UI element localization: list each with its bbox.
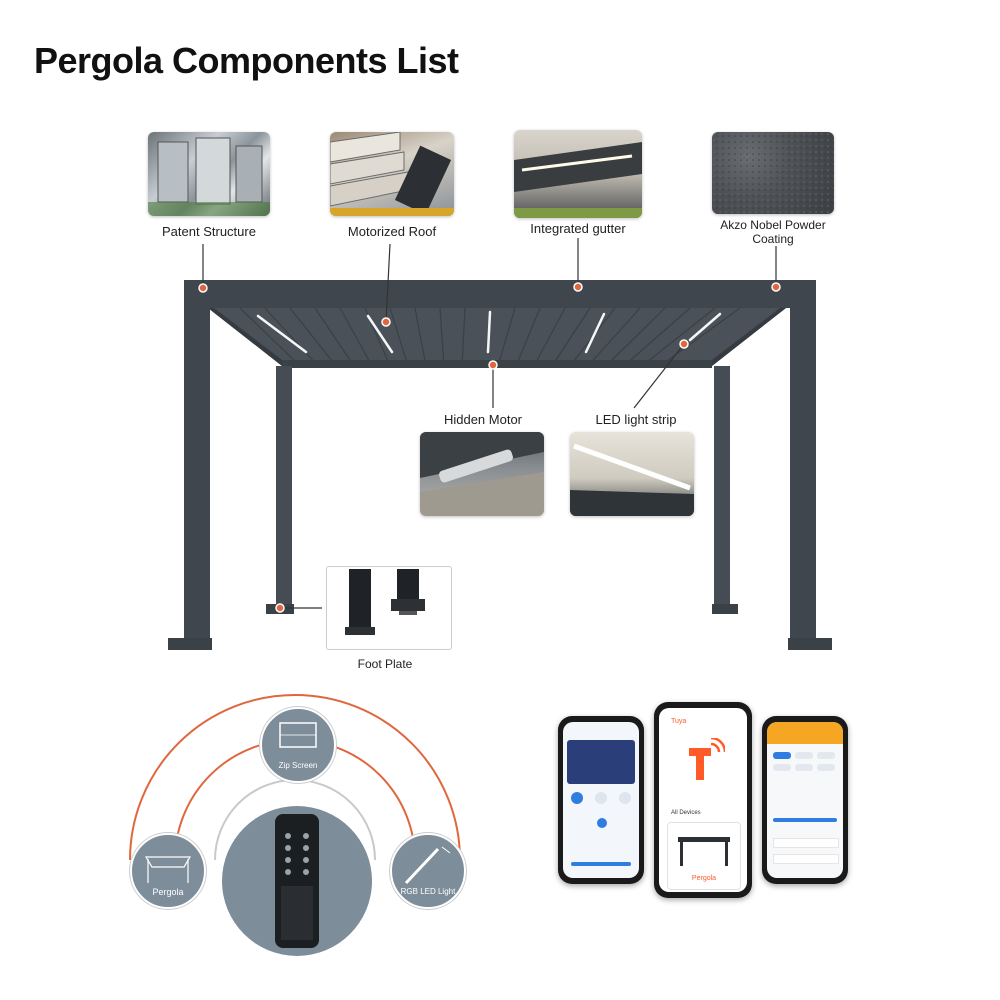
pergola-circle: Pergola xyxy=(130,833,206,909)
lighting-icon xyxy=(597,818,607,828)
settings-row[interactable] xyxy=(773,838,839,848)
powder-coating-swatch xyxy=(712,132,834,214)
light-mode-chips xyxy=(773,752,837,782)
integrated-gutter-label: Integrated gutter xyxy=(530,221,626,236)
phone-left-screen xyxy=(563,722,639,878)
stop-button[interactable] xyxy=(595,792,607,804)
close-button[interactable] xyxy=(619,792,631,804)
app-header-bar xyxy=(767,722,843,744)
zip-screen-circle: Zip Screen xyxy=(260,707,336,783)
tuya-brand-text: Tuya xyxy=(671,718,687,725)
hidden-motor-image xyxy=(420,432,544,516)
led-strip-label: LED light strip xyxy=(595,412,677,427)
page-title: Pergola Components List xyxy=(34,40,459,81)
foot-plate-image xyxy=(326,566,452,650)
pergola-circle-label: Pergola xyxy=(152,887,184,897)
phone-right xyxy=(762,716,848,884)
foot-plate-label: Foot Plate xyxy=(357,657,413,671)
remote-control-circle xyxy=(222,806,372,956)
device-grid xyxy=(567,740,635,784)
phone-right-screen xyxy=(767,722,843,878)
open-button[interactable] xyxy=(571,792,583,804)
marker-dots xyxy=(198,282,781,613)
led-strip-image xyxy=(570,432,694,516)
phone-center: Tuya All Devices Pergola xyxy=(654,702,752,898)
remote-control[interactable] xyxy=(275,814,319,948)
tuya-logo xyxy=(681,736,727,788)
coating-label-line2: Coating xyxy=(752,232,794,246)
patent-structure-image xyxy=(148,132,270,216)
mode-chip[interactable] xyxy=(795,752,813,759)
motorized-roof-image xyxy=(330,132,454,216)
mode-chip[interactable] xyxy=(817,752,835,759)
mode-chip[interactable] xyxy=(817,764,835,771)
rgb-light-circle: RGB LED Light xyxy=(390,833,466,909)
rgb-light-label: RGB LED Light xyxy=(400,887,456,896)
coating-label-line1: Akzo Nobel Powder xyxy=(720,218,826,232)
zip-screen-label: Zip Screen xyxy=(278,761,318,770)
pergola-device-card[interactable]: Pergola xyxy=(667,822,741,890)
phone-left xyxy=(558,716,644,884)
roof-louvres xyxy=(239,307,741,367)
all-devices-text: All Devices xyxy=(671,810,701,816)
motorized-roof-label: Motorized Roof xyxy=(347,224,437,239)
hidden-motor-label: Hidden Motor xyxy=(443,412,523,427)
phone-center-screen: Tuya All Devices Pergola xyxy=(659,708,747,892)
mode-chip[interactable] xyxy=(773,764,791,771)
mode-chip[interactable] xyxy=(773,752,791,759)
patent-structure-label: Patent Structure xyxy=(162,224,256,239)
brightness-slider[interactable] xyxy=(571,862,631,866)
control-buttons xyxy=(571,792,631,806)
pergola-device-name: Pergola xyxy=(691,875,717,882)
settings-row[interactable] xyxy=(773,854,839,864)
led-strips xyxy=(256,310,722,354)
integrated-gutter-image xyxy=(514,130,642,218)
mode-chip[interactable] xyxy=(795,764,813,771)
leader-lines xyxy=(202,238,777,609)
light-slider[interactable] xyxy=(773,818,837,822)
